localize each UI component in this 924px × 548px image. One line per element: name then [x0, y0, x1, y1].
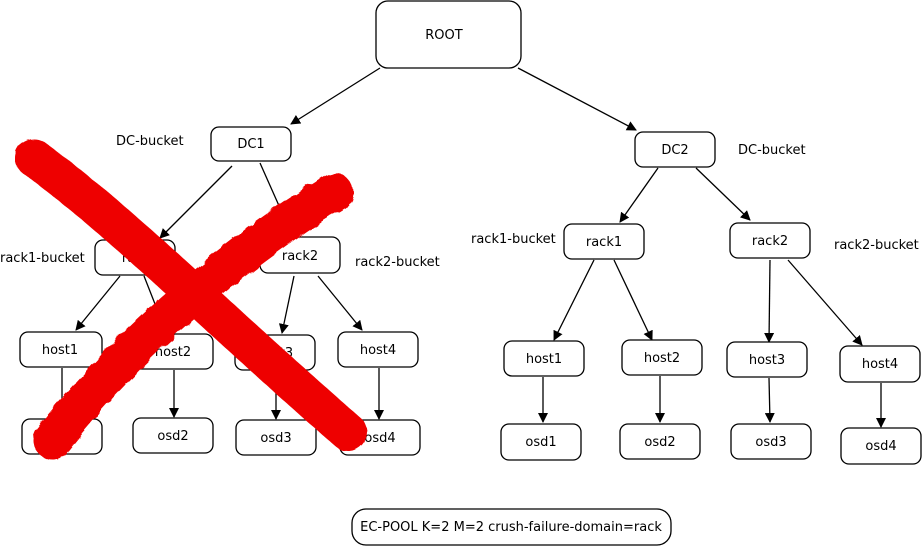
- node-dc1-osd2-label: osd2: [157, 429, 188, 444]
- node-root: ROOT: [375, 0, 522, 69]
- node-dc1-host2-label: host2: [155, 345, 191, 360]
- edge-dc1-rack2-host4: [317, 275, 363, 331]
- node-dc2-osd2: osd2: [619, 423, 701, 460]
- node-dc2-osd1: osd1: [500, 423, 582, 461]
- edge-dc2-rack2-host4: [787, 259, 863, 346]
- node-dc1-osd3: osd3: [235, 419, 317, 456]
- node-dc2-label: DC2: [661, 143, 688, 158]
- edge-dc2-rack1-host1: [553, 259, 595, 341]
- node-dc2-rack1: rack1: [563, 223, 645, 260]
- pool-info-label: EC-POOL K=2 M=2 crush-failure-domain=rac…: [360, 520, 662, 535]
- node-dc1-osd3-label: osd3: [260, 431, 291, 446]
- node-dc2-host3-label: host3: [749, 353, 785, 368]
- dc2-bucket-label: DC-bucket: [738, 143, 806, 158]
- edge-dc1-rack2-host3: [278, 275, 295, 334]
- edge-root-dc1: [290, 67, 381, 125]
- node-dc2-host2-label: host2: [644, 351, 680, 366]
- node-dc2-host4: host4: [839, 345, 921, 383]
- node-dc2-osd1-label: osd1: [525, 435, 556, 450]
- node-dc1-host1: host1: [19, 331, 103, 368]
- node-dc2-host3: host3: [726, 341, 808, 378]
- edge-dc2-host3-osd3: [764, 377, 775, 423]
- node-dc1-host1-label: host1: [42, 343, 78, 358]
- node-dc1: DC1: [210, 126, 292, 162]
- node-root-label: ROOT: [425, 28, 462, 43]
- node-dc1-host4: host4: [337, 331, 419, 368]
- edge-dc1-rack1: [159, 165, 233, 239]
- edge-dc2-rack2: [695, 167, 751, 221]
- node-dc2-host2: host2: [621, 339, 703, 376]
- pool-info-box: EC-POOL K=2 M=2 crush-failure-domain=rac…: [351, 508, 672, 546]
- dc1-rack1-bucket-label: rack1-bucket: [0, 251, 85, 266]
- node-dc2-host4-label: host4: [862, 357, 898, 372]
- node-dc2-rack2: rack2: [729, 222, 811, 259]
- node-dc2-rack2-label: rack2: [752, 234, 788, 249]
- node-dc2-osd4-label: osd4: [865, 439, 896, 454]
- red-cross-mark: [15, 139, 367, 459]
- edge-dc1-rack1-host1: [75, 275, 121, 331]
- dc2-rack1-bucket-label: rack1-bucket: [471, 232, 556, 247]
- node-dc2-host1-label: host1: [526, 352, 562, 367]
- dc1-rack2-bucket-label: rack2-bucket: [355, 255, 440, 270]
- edge-dc2-rack1-host2: [613, 259, 653, 341]
- node-dc2-osd3: osd3: [730, 423, 812, 460]
- dc1-bucket-label: DC-bucket: [116, 134, 184, 149]
- node-dc1-osd2: osd2: [132, 417, 214, 454]
- node-dc2-osd3-label: osd3: [755, 435, 786, 450]
- node-dc1-rack2-label: rack2: [282, 249, 318, 264]
- node-dc2-osd4: osd4: [840, 427, 922, 465]
- node-dc2-host1: host1: [503, 340, 585, 377]
- node-dc2-rack1-label: rack1: [586, 235, 622, 250]
- node-dc1-osd4-label: osd4: [364, 431, 395, 446]
- node-dc1-host4-label: host4: [360, 343, 396, 358]
- edge-dc2-rack2-host3: [764, 259, 775, 343]
- node-dc2: DC2: [634, 131, 716, 168]
- node-dc2-osd2-label: osd2: [644, 435, 675, 450]
- edge-dc2-rack1: [619, 167, 659, 223]
- dc2-rack2-bucket-label: rack2-bucket: [834, 238, 919, 253]
- node-dc1-label: DC1: [237, 137, 264, 152]
- edge-root-dc2: [517, 67, 637, 131]
